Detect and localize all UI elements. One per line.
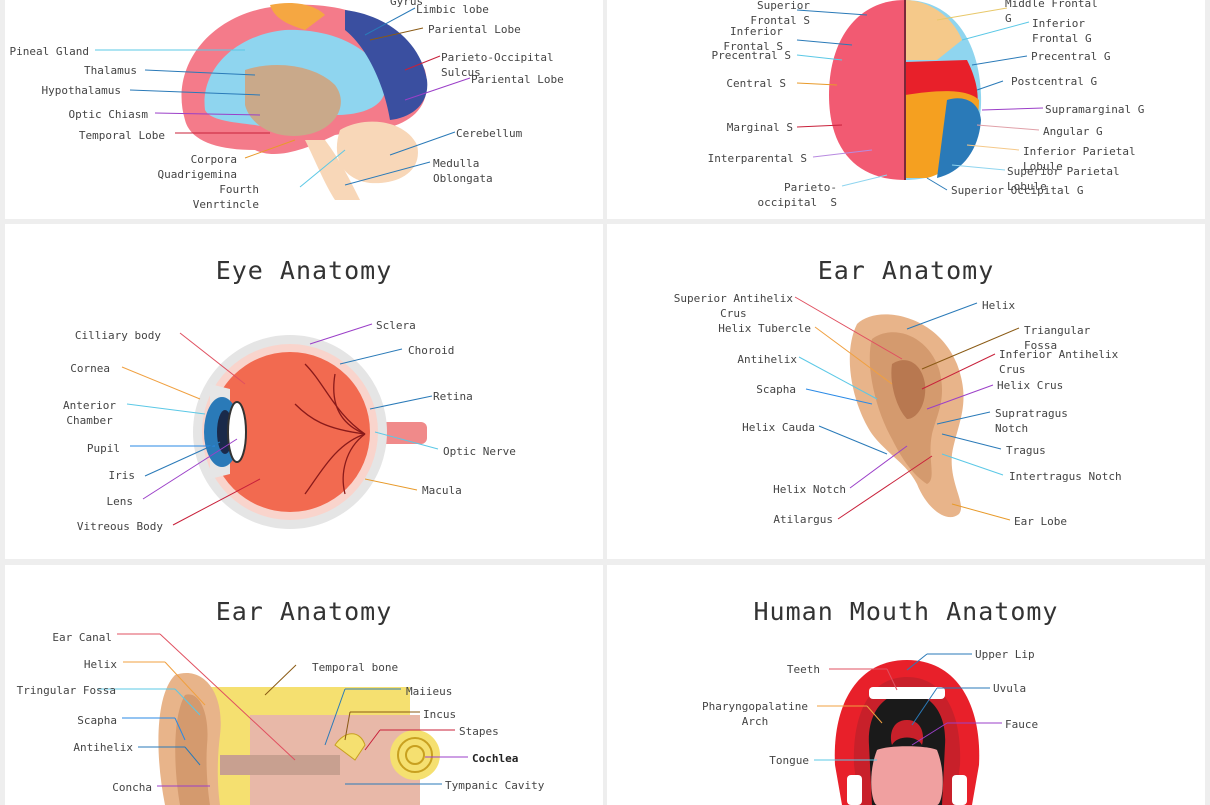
label-limbic-lobe: Limbic lobe [416,3,489,16]
brain-top-card: Superior Frontal S Inferior Frontal S Pr… [607,0,1205,219]
label-pharyngopalatine-arch: Pharyngopalatine Arch [702,700,808,728]
label-retina: Retina [433,390,473,403]
label-superior-frontal-s: Superior Frontal S [750,0,810,27]
label-inferior-antihelix-crus: Inferior Antihelix Crus [999,348,1119,376]
label-triangular-fossa: Triangular Fossa [1024,324,1091,352]
mouth-anatomy-card: Human Mouth Anatomy Teeth Pharyngopalati… [607,565,1205,805]
label-precentral-g: Precentral G [1031,50,1111,63]
label-tringular-fossa: Tringular Fossa [16,684,116,697]
label-supratragus-notch: Supratragus Notch [995,407,1068,435]
label-helix-crus: Helix Crus [997,379,1064,392]
label-ear-canal: Ear Canal [52,631,112,644]
label-parieto-occipital-sulcus: Parieto-Occipital Sulcus [441,51,554,79]
label-pariental-lobe-2: Pariental Lobe [471,73,564,86]
ear-outer-card: Ear Anatomy Superior Antihelix Crus Heli… [607,224,1205,559]
label-stapes: Stapes [459,725,499,738]
label-vitreous-body: Vitreous Body [76,520,163,533]
ear-inner-title: Ear Anatomy [215,597,393,626]
label-pariental-lobe: Pariental Lobe [428,23,521,36]
label-teeth: Teeth [786,663,820,676]
label-gyrus: Gyrus [390,0,424,8]
label-helix-tubercle: Helix Tubercle [718,322,811,335]
label-medulla-oblongata: Medulla Oblongata [433,157,493,185]
label-antihelix: Antihelix [737,353,797,366]
label-concha: Concha [112,781,152,794]
label-fourth-ventricle: Fourth Venrtincle [192,183,259,211]
mouth-illustration [814,653,1002,805]
label-inferior-parietal-lobule: Inferior Parietal Lobule [1023,145,1136,173]
label-pineal-gland: Pineal Gland [9,45,89,58]
ear-inner-card: Ear Anatomy Ear Canal Helix Tringular Fo… [5,565,603,805]
label-inferior-frontal-g: Inferior Frontal G [1032,17,1092,45]
brain-sagittal-card: Gyrus Limbic lobe Pariental Lobe Parieto… [5,0,603,219]
label-hypothalamus: Hypothalamus [41,84,121,97]
label-upper-lip: Upper Lip [975,648,1035,661]
label-optic-nerve: Optic Nerve [443,445,516,458]
label-helix-cauda: Helix Cauda [742,421,815,434]
label-tragus: Tragus [1006,444,1046,457]
label-macula: Macula [422,484,462,497]
label-helix: Helix [83,658,117,671]
label-lens: Lens [106,495,134,508]
label-cerebellum: Cerebellum [456,127,523,140]
eye-anatomy-card: Eye Anatomy Cilliary body Cornea Anterio… [5,224,603,559]
label-thalamus: Thalamus [84,64,137,77]
label-incus: Incus [423,708,457,721]
brain-top-illustration [796,0,1044,191]
label-fauce: Fauce [1005,718,1039,731]
eye-illustration [121,323,439,529]
label-uvula: Uvula [993,682,1027,695]
label-angular-g: Angular G [1043,125,1103,138]
label-tympanic-cavity: Tympanic Cavity [445,779,545,792]
label-anterior-chamber: Anterior Chamber [63,399,116,427]
label-superior-antihelix-crus: Superior Antihelix Crus [673,292,793,320]
label-temporal-bone: Temporal bone [312,661,399,674]
label-malleus: Maiieus [406,685,453,698]
label-parieto-occipital-s: Parieto- occipital S [757,181,837,209]
label-helix-notch: Helix Notch [773,483,846,496]
label-inferior-frontal-s: Inferior Frontal S [723,25,783,53]
label-cornea: Cornea [70,362,110,375]
label-precentral-s: Precentral S [711,49,791,62]
label-superior-parietal-lobule: Superior Parietal Lobule [1007,165,1120,193]
label-cochlea: Cochlea [472,752,519,765]
label-antihelix: Antihelix [73,741,133,754]
label-central-s: Central S [726,77,786,90]
label-iris: Iris [108,469,136,482]
label-superior-occipital-g: Superior Occipital G [951,184,1084,197]
label-temporal-lobe: Temporal Lobe [78,129,165,142]
ear-outer-illustration [794,296,1020,521]
label-sclera: Sclera [376,319,416,332]
mouth-title: Human Mouth Anatomy [753,597,1059,626]
label-cilliary-body: Cilliary body [74,329,161,342]
label-scapha: Scapha [77,714,117,727]
eye-title: Eye Anatomy [215,256,393,285]
label-pupil: Pupil [86,442,120,455]
ear-inner-illustration [97,633,468,805]
label-atilargus: Atilargus [773,513,833,526]
label-interparental-s: Interparental S [707,152,807,165]
label-intertragus-notch: Intertragus Notch [1009,470,1122,483]
label-corpora-quadrigemina: Corpora Quadrigemina [157,153,237,181]
label-supramarginal-g: Supramarginal G [1045,103,1145,116]
ear-outer-title: Ear Anatomy [817,256,995,285]
label-helix: Helix [982,299,1016,312]
label-scapha: Scapha [756,383,796,396]
label-middle-frontal-g: Middle Frontal G [1005,0,1098,25]
brain-sagittal-illustration [95,3,471,200]
label-ear-lobe: Ear Lobe [1014,515,1067,528]
label-tongue: Tongue [769,754,809,767]
label-optic-chiasm: Optic Chiasm [68,108,148,121]
label-marginal-s: Marginal S [726,121,793,134]
label-choroid: Choroid [408,344,455,357]
label-postcentral-g: Postcentral G [1011,75,1098,88]
